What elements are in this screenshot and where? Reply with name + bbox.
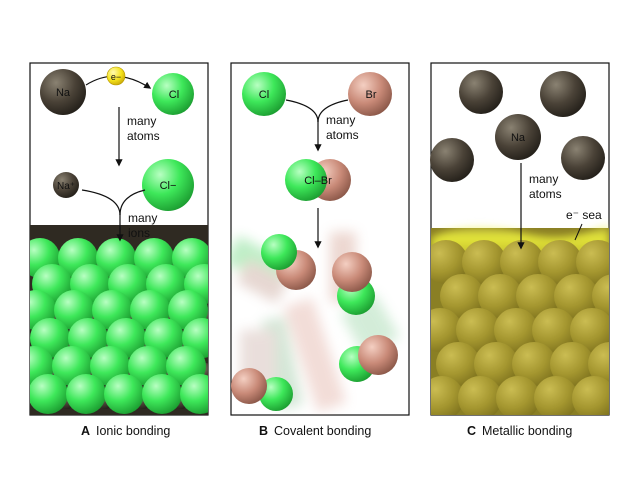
ionic-step2-line2: ions <box>128 226 150 240</box>
covalent-merge-right <box>317 99 349 123</box>
metal-atom-center <box>495 114 541 160</box>
ionic-merge-right <box>119 189 146 216</box>
metal-ion-lattice <box>436 342 480 386</box>
caption-b-letter: B <box>259 424 268 438</box>
metal-ion-lattice <box>478 274 522 318</box>
metal-ion-lattice <box>534 376 578 415</box>
chlorine-atom <box>152 73 194 115</box>
metal-ion-lattice <box>494 308 538 352</box>
metal-atom-3 <box>430 138 474 182</box>
ionic-step1-line2: atoms <box>127 129 160 143</box>
metal-lattice <box>431 222 609 415</box>
caption-a-letter: A <box>81 424 90 438</box>
chloride-ion <box>142 159 194 211</box>
metal-ion-lattice <box>576 240 609 284</box>
panel-covalent: Cl Br many atoms Cl–Br <box>230 62 410 416</box>
caption-c-text: Metallic bonding <box>482 424 572 438</box>
molecule-label: Cl–Br <box>304 175 332 187</box>
molecule-2 <box>332 252 375 315</box>
metal-ion-lattice <box>431 308 462 352</box>
metal-ion-lattice <box>431 376 464 415</box>
metal-atom-center-label: Na <box>511 132 526 144</box>
chlorine-atom-label: Cl <box>169 89 179 101</box>
covalent-step1-line2: atoms <box>326 128 359 142</box>
metal-atom-1 <box>459 70 503 114</box>
chloride-ion-lattice <box>180 374 208 414</box>
ionic-step2-line1: many <box>128 211 157 225</box>
metal-ion-lattice <box>538 240 582 284</box>
metal-ion-lattice <box>532 308 576 352</box>
metal-ion-lattice <box>462 240 506 284</box>
sodium-ion <box>53 172 79 198</box>
sodium-ion-label: Na⁺ <box>57 181 75 192</box>
sodium-ion-lattice <box>212 335 230 353</box>
sodium-ion-lattice <box>214 281 232 299</box>
metal-ion-lattice <box>588 342 609 386</box>
molecule-1 <box>261 234 316 290</box>
sodium-atom <box>40 69 86 115</box>
covalent-step1-line1: many <box>326 113 355 127</box>
metal-ion-lattice <box>516 274 560 318</box>
captions: A Ionic bonding B Covalent bonding C Met… <box>81 424 572 438</box>
metal-ion-lattice <box>592 274 609 318</box>
chloride-ion-lattice <box>66 374 106 414</box>
chloride-ion-lattice <box>30 374 68 414</box>
sodium-ion-lattice <box>210 391 228 409</box>
electron-label: e− <box>111 72 121 82</box>
caption-b-text: Covalent bonding <box>274 424 371 438</box>
electron <box>106 66 126 86</box>
metal-ion-lattice <box>500 240 544 284</box>
molecule-4 <box>231 368 293 411</box>
metal-atom-2 <box>540 71 586 117</box>
metal-atom-4 <box>561 136 605 180</box>
ionic-lattice <box>30 225 232 415</box>
panel-ionic: Na Cl e− many atoms Na⁺ Cl− many ions <box>29 62 232 416</box>
caption-a-text: Ionic bonding <box>96 424 170 438</box>
metal-ion-lattice <box>496 376 540 415</box>
covalent-chlorine-atom <box>242 72 286 116</box>
metal-ion-lattice <box>456 308 500 352</box>
metal-ion-lattice <box>512 342 556 386</box>
caption-c-letter: C <box>467 424 476 438</box>
metal-ion-lattice <box>440 274 484 318</box>
electron-sea-pointer <box>574 223 583 241</box>
metallic-step1-line1: many <box>529 172 558 186</box>
metal-ion-lattice <box>431 240 468 284</box>
ionic-step1-line1: many <box>127 114 156 128</box>
metallic-step1-line2: atoms <box>529 187 562 201</box>
chloride-ion-lattice <box>104 374 144 414</box>
metal-ion-lattice <box>458 376 502 415</box>
metal-ion-lattice <box>550 342 594 386</box>
metal-ion-lattice <box>572 376 609 415</box>
metal-ion-lattice <box>474 342 518 386</box>
metal-ion-lattice <box>554 274 598 318</box>
covalent-chlorine-label: Cl <box>259 89 269 101</box>
panel-metallic: Na many atoms e⁻ sea <box>430 62 610 416</box>
bromine-atom <box>348 72 392 116</box>
chloride-ion-lattice <box>142 374 182 414</box>
sodium-atom-label: Na <box>56 87 71 99</box>
metal-ion-lattice <box>570 308 609 352</box>
clbr-molecule: Cl–Br <box>285 159 351 201</box>
bromine-atom-label: Br <box>366 89 377 101</box>
electron-sea-label: e⁻ sea <box>566 208 602 222</box>
chloride-ion-label: Cl− <box>160 180 177 192</box>
molecule-3 <box>339 335 398 382</box>
